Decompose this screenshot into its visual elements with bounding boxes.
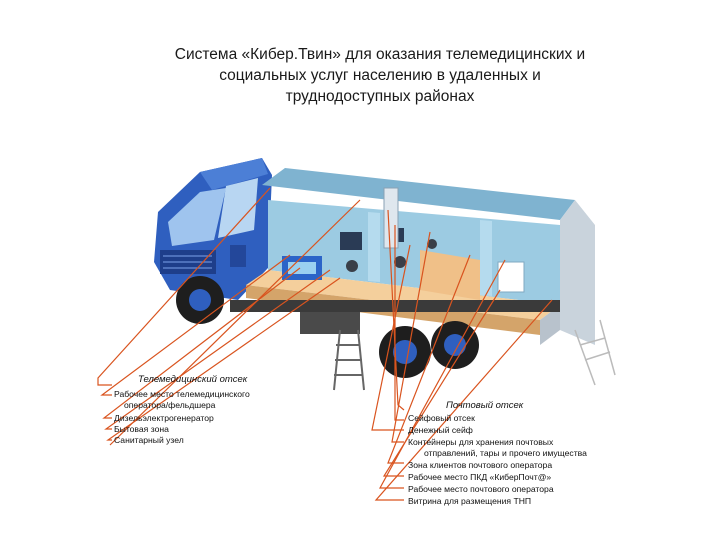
telemed-item-3: Бытовая зона [114,424,169,434]
postal-section-heading: Почтовый отсек [446,400,523,411]
postal-item-3: Контейнеры для хранения почтовых [408,437,553,447]
postal-item-4: Зона клиентов почтового оператора [408,460,552,470]
telemed-section-heading: Телемедицинский отсек [138,374,247,385]
telemed-item-2: Дизельэлектрогенератор [114,413,214,423]
telemed-item-1-cont: оператора/фельдшера [124,400,215,410]
postal-item-2: Денежный сейф [408,425,473,435]
postal-item-1: Сейфовый отсек [408,413,475,423]
telemed-item-4: Санитарный узел [114,435,184,445]
postal-item-7: Витрина для размещения ТНП [408,496,531,506]
cargo-body [246,168,595,345]
telemed-item-1: Рабочее место телемедицинского [114,389,250,399]
postal-item-3-cont: отправлений, тары и прочего имущества [424,448,587,458]
postal-item-5: Рабочее место ПКД «КиберПочт@» [408,472,551,482]
truck-cab [154,158,272,300]
postal-item-6: Рабочее место почтового оператора [408,484,554,494]
